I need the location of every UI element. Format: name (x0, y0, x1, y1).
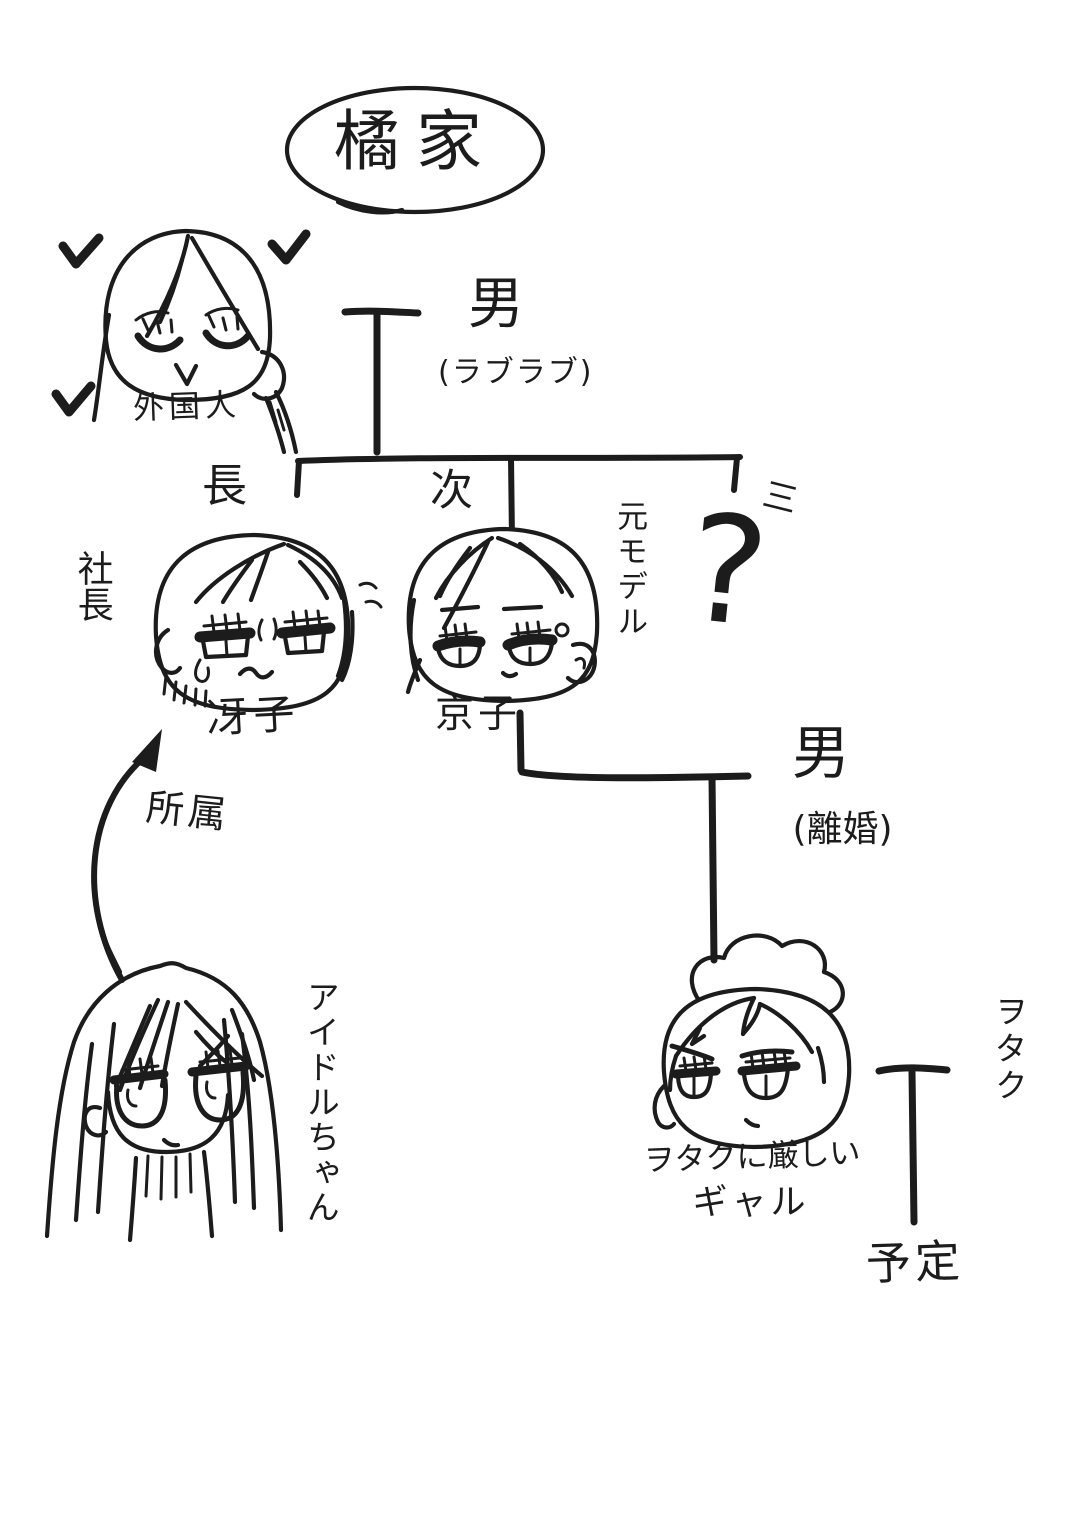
heart-icon (51, 381, 96, 417)
father-gender-label: 男 (468, 272, 524, 337)
saeko-face (153, 532, 383, 713)
idol-label: アイドルちゃん (301, 980, 341, 1225)
kyoko-role-label: 元モデル (611, 500, 648, 640)
parents-marriage-connector (341, 307, 422, 456)
eldest-sibling-label: 長 (202, 459, 248, 512)
heart-icon (58, 233, 104, 269)
kyoko-marriage-connector (516, 709, 752, 964)
second-sibling-label: 次 (430, 466, 473, 516)
gal-label-line1: ヲタクに厳しい (642, 1135, 862, 1179)
affiliation-arrow (91, 729, 162, 983)
gal-label-line2: ギャル (692, 1183, 810, 1223)
planned-marriage-connector (875, 1064, 951, 1226)
kyoko-name: 京子 (434, 692, 521, 737)
siblings-connector (294, 454, 743, 543)
idol-face (44, 929, 284, 1243)
gal-face (652, 933, 852, 1150)
family-name-title: 橘家 (334, 103, 498, 180)
planned-status-label: 予定 (865, 1234, 965, 1291)
ex-husband-gender-label: 男 (792, 719, 851, 787)
kyoko-face (405, 526, 600, 704)
otaku-partner-label: ヲタク (989, 994, 1029, 1105)
parents-relationship-note: (ラブラブ) (438, 355, 594, 390)
foreigner-label: 外国人 (132, 387, 242, 427)
foreigner-face (91, 228, 299, 455)
heart-icon (267, 229, 311, 265)
divorce-note: (離婚) (792, 809, 893, 850)
title-bubble (284, 85, 546, 215)
saeko-name: 冴子 (205, 689, 302, 743)
saeko-role-label: 社長 (71, 550, 113, 622)
